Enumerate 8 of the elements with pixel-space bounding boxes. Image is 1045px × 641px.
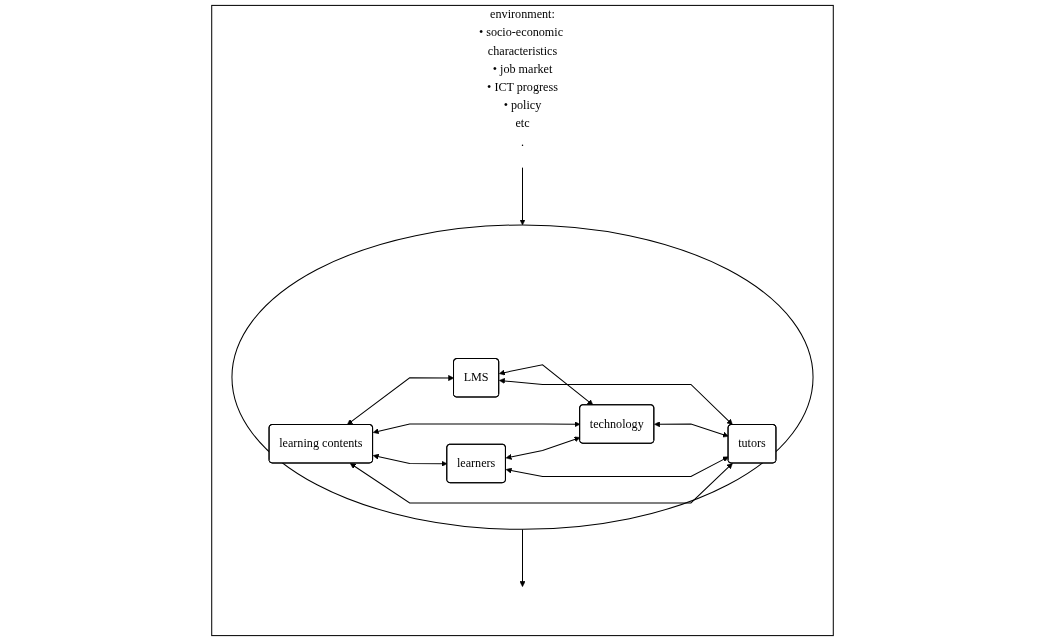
arrow — [519, 528, 526, 587]
arrow — [505, 456, 729, 477]
arrow — [519, 167, 526, 226]
arrow — [654, 421, 729, 438]
arrow — [499, 364, 594, 406]
arrow — [505, 436, 581, 460]
arrow — [499, 377, 733, 426]
arrow — [349, 463, 733, 504]
